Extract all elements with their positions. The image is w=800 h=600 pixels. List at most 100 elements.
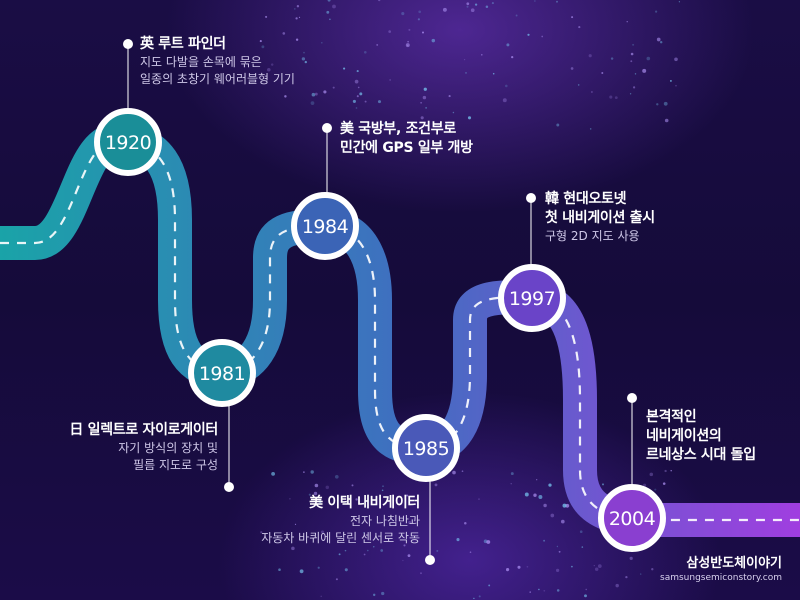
year-label: 1920 (105, 132, 151, 154)
sparkle-dot (284, 95, 287, 98)
sparkle-dot (301, 57, 306, 61)
sparkle-dot (314, 92, 318, 96)
sparkle-dot (534, 0, 536, 2)
sparkle-dot (456, 538, 460, 542)
sparkle-dot (642, 68, 647, 73)
sparkle-dot (675, 84, 677, 87)
sparkle-dot (491, 2, 494, 5)
sparkle-dot (326, 10, 330, 14)
sparkle-dot (550, 513, 555, 518)
sparkle-dot (659, 40, 663, 44)
year-label: 1984 (302, 216, 349, 238)
sparkle-dot (260, 531, 263, 534)
sparkle-dot (629, 93, 632, 95)
sparkle-dot (529, 591, 531, 593)
year-circle (94, 108, 162, 176)
sparkle-dot (295, 17, 298, 20)
pin-dot (425, 555, 435, 565)
sparkle-dot (649, 472, 654, 477)
sparkle-dot (492, 72, 495, 75)
sparkle-dot (338, 553, 341, 556)
milestone-title: 英 루트 파인더 (140, 36, 226, 52)
sparkle-dot (463, 58, 466, 61)
sparkle-dot (278, 568, 281, 571)
year-node-1981: 1981 (188, 339, 256, 407)
sparkle-dot (452, 470, 456, 475)
sparkle-dot (632, 43, 635, 46)
sparkle-dot (265, 15, 268, 18)
year-label: 2004 (609, 508, 656, 530)
milestone-desc: 지도 다발을 손목에 묶은 (140, 55, 262, 69)
sparkle-dot (556, 123, 560, 127)
sparkle-dot (473, 597, 475, 600)
sparkle-dot (474, 3, 478, 6)
sparkle-dot (634, 73, 637, 75)
sparkle-dot (543, 589, 546, 592)
sparkle-dot (401, 12, 405, 16)
sparkle-dot (643, 483, 647, 487)
sparkle-dot (448, 95, 451, 98)
sparkle-dot (536, 479, 538, 481)
sparkle-dot (320, 530, 325, 534)
sparkle-dot (470, 8, 475, 13)
sparkle-dot (418, 10, 422, 14)
sparkle-dot (615, 583, 619, 588)
sparkle-dot (356, 95, 359, 98)
sparkle-dot (403, 544, 406, 547)
sparkle-dot (422, 95, 427, 100)
sparkle-dot (344, 568, 348, 572)
year-node-1997: 1997 (498, 264, 566, 332)
sparkle-dot (304, 60, 307, 64)
sparkle-dot (334, 474, 339, 479)
sparkle-dot (571, 16, 574, 19)
sparkle-dot (408, 520, 412, 525)
sparkle-dot (585, 588, 587, 591)
sparkle-dot (469, 551, 472, 553)
sparkle-dot (294, 523, 297, 526)
sparkle-dot (380, 549, 384, 552)
sparkle-dot (354, 79, 359, 84)
milestone-title: 민간에 GPS 일부 개방 (340, 140, 473, 156)
sparkle-dot (407, 40, 409, 43)
milestone-1997-label: 韓 현대오토넷 첫 내비게이션 출시 구형 2D 지도 사용 (545, 190, 655, 245)
sparkle-dot (335, 578, 338, 581)
sparkle-dot (578, 26, 581, 29)
sparkle-dot (663, 101, 668, 106)
milestone-desc: 전자 나침반과 (349, 514, 420, 528)
sparkle-dot (291, 546, 295, 551)
sparkle-dot (363, 553, 366, 556)
sparkle-dot (373, 546, 375, 548)
milestone-1981-label: 日 일렉트로 자이로게이터 자기 방식의 장치 및 필름 지도로 구성 (69, 421, 218, 474)
sparkle-dot (329, 18, 331, 21)
sparkle-dot (533, 493, 537, 497)
sparkle-dot (431, 38, 436, 43)
milestone-1984-label: 美 국방부, 조건부로 민간에 GPS 일부 개방 (340, 120, 473, 158)
sparkle-dot (425, 107, 427, 109)
year-circle (188, 339, 256, 407)
milestone-desc: 구형 2D 지도 사용 (545, 229, 640, 243)
sparkle-dot (423, 87, 427, 91)
sparkle-dot (407, 554, 411, 558)
milestone-desc: 자동차 바퀴에 달린 센서로 작동 (261, 531, 420, 545)
sparkle-dot (325, 485, 330, 490)
milestone-1985-label: 美 이택 내비게이터 전자 나침반과 자동차 바퀴에 달린 센서로 작동 (261, 494, 420, 547)
sparkle-dot (434, 483, 438, 487)
sparkle-dot (656, 103, 659, 106)
sparkle-dot (674, 57, 678, 62)
sparkle-dot (420, 572, 422, 575)
year-circle (291, 192, 359, 260)
sparkle-dot (442, 7, 447, 12)
sparkle-dot (510, 472, 514, 476)
sparkle-dot (420, 101, 422, 104)
sparkle-dot (633, 86, 636, 89)
sparkle-dot (363, 50, 367, 54)
sparkle-dot (310, 470, 314, 474)
sparkle-dot (577, 84, 580, 86)
sparkle-dot (466, 5, 469, 8)
sparkle-dot (332, 4, 336, 9)
sparkle-dot (562, 503, 567, 508)
sparkle-dot (640, 573, 642, 575)
sparkle-dot (478, 595, 481, 598)
sparkle-dot (597, 564, 602, 568)
sparkle-dot (298, 16, 301, 19)
